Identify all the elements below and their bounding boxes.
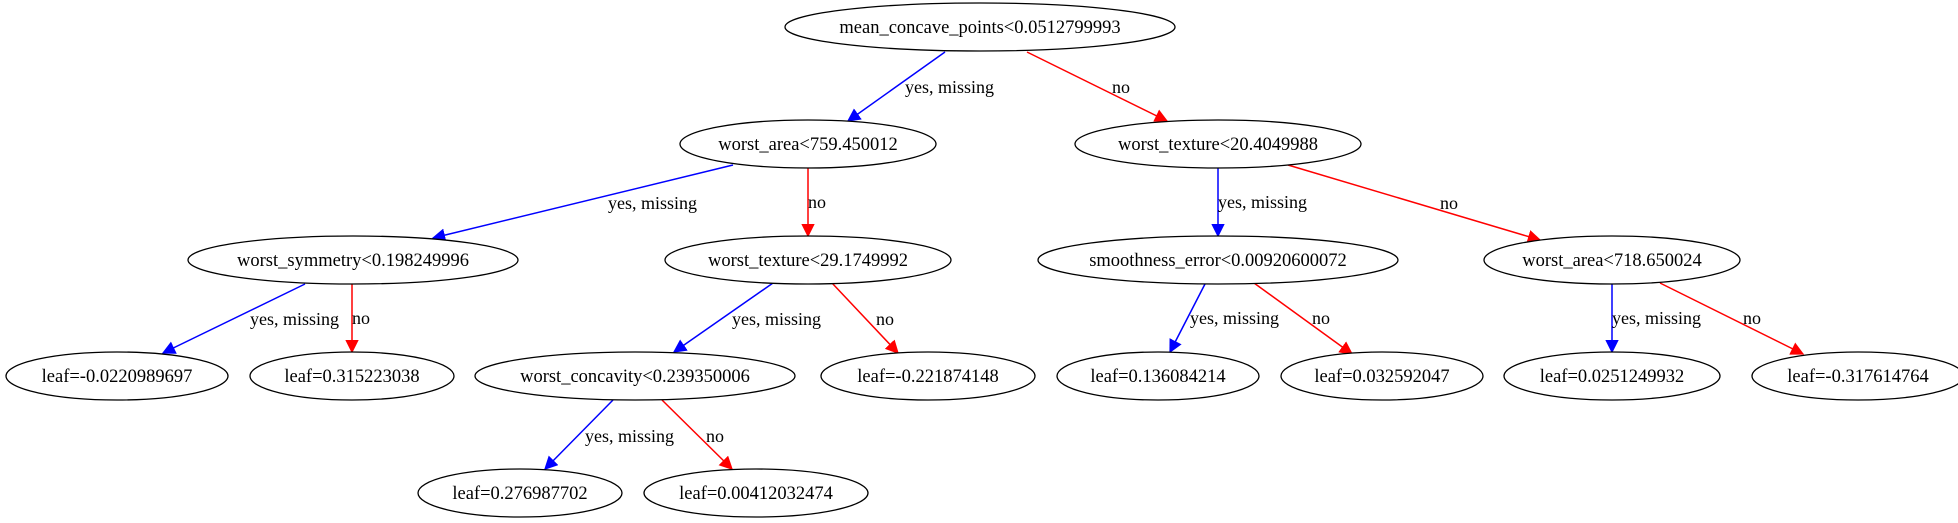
node-ellipse bbox=[1280, 351, 1484, 401]
edge-line bbox=[544, 399, 614, 470]
edge-line bbox=[1287, 164, 1542, 244]
leaf-node-l8: leaf=0.315223038 bbox=[249, 351, 455, 401]
edge-line bbox=[161, 283, 306, 354]
edge-n5-to-l12 bbox=[1253, 282, 1354, 355]
node-ellipse bbox=[187, 235, 519, 285]
node-label: leaf=0.00412032474 bbox=[679, 484, 833, 504]
node-label: mean_concave_points<0.0512799993 bbox=[839, 18, 1120, 38]
edge-n2-to-n6 bbox=[1287, 164, 1542, 244]
node-ellipse bbox=[249, 351, 455, 401]
edge-root-to-n1 bbox=[846, 51, 946, 122]
edge-label-n3-to-l8: no bbox=[352, 308, 370, 328]
edge-line bbox=[831, 282, 899, 354]
edge-label-n2-to-n6: no bbox=[1440, 193, 1458, 213]
leaf-node-l10: leaf=-0.221874148 bbox=[820, 351, 1036, 401]
edge-line bbox=[661, 399, 733, 470]
edge-n6-to-l14 bbox=[1659, 282, 1805, 355]
edge-label-n9-to-l16: no bbox=[706, 426, 724, 446]
node-ellipse bbox=[1037, 235, 1399, 285]
node-label: leaf=0.136084214 bbox=[1090, 367, 1225, 387]
split-node-n4: worst_texture<29.1749992 bbox=[664, 235, 952, 285]
node-label: leaf=0.0251249932 bbox=[1540, 367, 1685, 387]
edge-n4-to-n9 bbox=[672, 282, 774, 353]
leaf-node-l7: leaf=-0.0220989697 bbox=[5, 351, 229, 401]
edge-line bbox=[846, 51, 946, 122]
edge-n9-to-l15 bbox=[544, 399, 614, 470]
node-ellipse bbox=[417, 468, 623, 518]
edge-label-n2-to-n5: yes, missing bbox=[1218, 192, 1307, 212]
node-ellipse bbox=[474, 351, 796, 401]
edge-line bbox=[1026, 51, 1169, 122]
edges-layer bbox=[161, 51, 1805, 470]
edge-label-n4-to-n9: yes, missing bbox=[732, 309, 821, 329]
split-node-root: mean_concave_points<0.0512799993 bbox=[784, 2, 1176, 52]
node-ellipse bbox=[1503, 351, 1721, 401]
node-label: leaf=0.032592047 bbox=[1314, 367, 1449, 387]
node-label: leaf=0.315223038 bbox=[284, 367, 419, 387]
edge-line bbox=[1659, 282, 1805, 355]
leaf-node-l16: leaf=0.00412032474 bbox=[643, 468, 869, 518]
edge-line bbox=[431, 164, 734, 242]
node-label: worst_texture<20.4049988 bbox=[1118, 135, 1318, 155]
split-node-n9: worst_concavity<0.239350006 bbox=[474, 351, 796, 401]
node-label: leaf=-0.221874148 bbox=[857, 367, 998, 387]
edge-n1-to-n3 bbox=[431, 164, 734, 242]
edge-line bbox=[672, 282, 774, 353]
edge-label-n5-to-l11: yes, missing bbox=[1190, 308, 1279, 328]
node-label: worst_area<718.650024 bbox=[1522, 251, 1701, 271]
edge-n3-to-l7 bbox=[161, 283, 306, 354]
node-ellipse bbox=[1751, 351, 1958, 401]
leaf-node-l15: leaf=0.276987702 bbox=[417, 468, 623, 518]
nodes-layer: mean_concave_points<0.0512799993 worst_ar… bbox=[5, 2, 1958, 518]
edge-root-to-n2 bbox=[1026, 51, 1169, 122]
split-node-n2: worst_texture<20.4049988 bbox=[1074, 119, 1362, 169]
node-label: leaf=0.276987702 bbox=[452, 484, 587, 504]
edge-label-root-to-n1: yes, missing bbox=[905, 77, 994, 97]
edge-label-n4-to-l10: no bbox=[876, 309, 894, 329]
edge-n9-to-l16 bbox=[661, 399, 733, 470]
node-ellipse bbox=[643, 468, 869, 518]
node-label: smoothness_error<0.00920600072 bbox=[1089, 251, 1347, 271]
edge-n5-to-l11 bbox=[1169, 283, 1206, 354]
node-label: worst_texture<29.1749992 bbox=[708, 251, 908, 271]
node-ellipse bbox=[784, 2, 1176, 52]
node-ellipse bbox=[1074, 119, 1362, 169]
edge-label-n9-to-l15: yes, missing bbox=[585, 426, 674, 446]
edge-label-n1-to-n4: no bbox=[808, 192, 826, 212]
node-label: worst_area<759.450012 bbox=[718, 135, 897, 155]
edge-label-n6-to-l14: no bbox=[1743, 308, 1761, 328]
split-node-n1: worst_area<759.450012 bbox=[679, 119, 937, 169]
split-node-n6: worst_area<718.650024 bbox=[1483, 235, 1741, 285]
leaf-node-l13: leaf=0.0251249932 bbox=[1503, 351, 1721, 401]
edge-line bbox=[1253, 282, 1354, 355]
leaf-node-l12: leaf=0.032592047 bbox=[1280, 351, 1484, 401]
split-node-n5: smoothness_error<0.00920600072 bbox=[1037, 235, 1399, 285]
edge-n4-to-l10 bbox=[831, 282, 899, 354]
node-label: leaf=-0.317614764 bbox=[1787, 367, 1928, 387]
node-ellipse bbox=[1056, 351, 1260, 401]
node-label: leaf=-0.0220989697 bbox=[42, 367, 193, 387]
edge-line bbox=[1169, 283, 1206, 354]
node-ellipse bbox=[664, 235, 952, 285]
edge-labels-layer: yes, missing no yes, missing no yes, missing… bbox=[250, 77, 1761, 446]
leaf-node-l14: leaf=-0.317614764 bbox=[1751, 351, 1958, 401]
node-ellipse bbox=[820, 351, 1036, 401]
edge-label-root-to-n2: no bbox=[1112, 77, 1130, 97]
edge-label-n5-to-l12: no bbox=[1312, 308, 1330, 328]
node-ellipse bbox=[679, 119, 937, 169]
node-ellipse bbox=[5, 351, 229, 401]
edge-label-n1-to-n3: yes, missing bbox=[608, 193, 697, 213]
leaf-node-l11: leaf=0.136084214 bbox=[1056, 351, 1260, 401]
split-node-n3: worst_symmetry<0.198249996 bbox=[187, 235, 519, 285]
node-ellipse bbox=[1483, 235, 1741, 285]
node-label: worst_symmetry<0.198249996 bbox=[237, 251, 469, 271]
node-label: worst_concavity<0.239350006 bbox=[520, 367, 750, 387]
edge-label-n3-to-l7: yes, missing bbox=[250, 309, 339, 329]
edge-label-n6-to-l13: yes, missing bbox=[1612, 308, 1701, 328]
